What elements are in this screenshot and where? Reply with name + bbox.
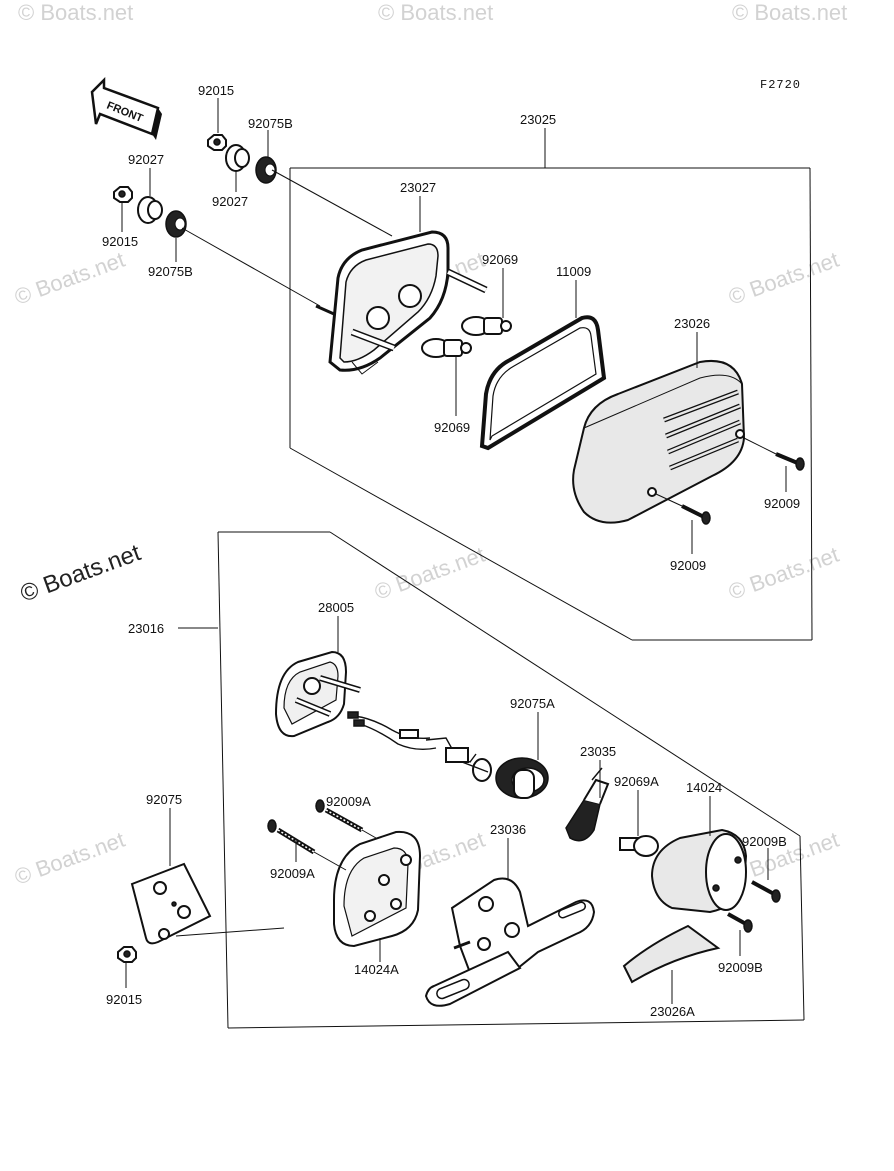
washer-92027-icon: [225, 144, 250, 172]
part-label-92069: 92069: [482, 252, 518, 267]
nut-92015-icon: [113, 186, 133, 203]
housing-14024A-icon: [333, 830, 422, 948]
part-label-92015: 92015: [198, 83, 234, 98]
watermark: © Boats.net: [11, 247, 128, 310]
part-label-23026A: 23026A: [650, 1004, 695, 1019]
nut-92015-icon: [207, 134, 227, 151]
nut-92015-icon: [117, 946, 137, 963]
cover-23026A-icon: [622, 924, 721, 984]
part-labels: 92015 92075B 92027 92027 92015 92075B 23…: [102, 83, 800, 1019]
figure-code: F2720: [760, 78, 801, 92]
part-label-92075B: 92075B: [248, 116, 293, 131]
washer-92027-icon: [137, 196, 163, 224]
part-label-92027: 92027: [128, 152, 164, 167]
screw-92009A-icon: [315, 799, 364, 833]
lens-14024-icon: [650, 828, 748, 914]
part-label-11009: 11009: [556, 264, 591, 279]
bulb-92069-icon: [421, 338, 472, 358]
part-label-23036: 23036: [490, 822, 526, 837]
screw-92009-icon: [775, 452, 805, 471]
screw-92009A-icon: [267, 819, 316, 855]
part-label-92027: 92027: [212, 194, 248, 209]
watermark-dark: © Boats.net: [17, 539, 145, 607]
part-label-92075B: 92075B: [148, 264, 193, 279]
part-label-92009B: 92009B: [742, 834, 787, 849]
part-label-92009A: 92009A: [326, 794, 371, 809]
part-label-92009: 92009: [670, 558, 706, 573]
watermark: © Boats.net: [725, 542, 842, 605]
part-label-92009A: 92009A: [270, 866, 315, 881]
bulb-92069A-icon: [619, 835, 659, 857]
lens-23026-icon: [572, 360, 746, 524]
bracket-23036-icon: [424, 877, 596, 1007]
part-label-92015: 92015: [106, 992, 142, 1007]
watermark: © Boats.net: [725, 247, 842, 310]
watermark: © Boats.net: [18, 0, 133, 25]
watermark: © Boats.net: [732, 0, 847, 25]
part-label-23026: 23026: [674, 316, 710, 331]
grommet-92075B-icon: [255, 156, 277, 184]
part-label-92009: 92009: [764, 496, 800, 511]
grommet-92075A-icon: [495, 757, 549, 799]
screw-92009-icon: [681, 504, 711, 525]
part-label-23016: 23016: [128, 621, 164, 636]
wire-harness-icon: [347, 711, 492, 782]
part-label-92069: 92069: [434, 420, 470, 435]
lamp-base-23027-icon: [315, 230, 488, 375]
screw-92009B-icon: [751, 880, 781, 903]
grommet-92075B-icon: [165, 210, 187, 238]
watermark: © Boats.net: [371, 542, 488, 605]
bracket-23025: [289, 128, 813, 641]
watermark: © Boats.net: [378, 0, 493, 25]
bracket-23016: [178, 531, 805, 1029]
bulb-92069-icon: [461, 316, 512, 336]
holder-23035-icon: [565, 767, 610, 842]
part-label-92069A: 92069A: [614, 774, 659, 789]
screw-92009B-icon: [727, 912, 753, 933]
part-label-92009B: 92009B: [718, 960, 763, 975]
plate-92075-icon: [130, 862, 212, 945]
part-label-23025: 23025: [520, 112, 556, 127]
part-label-23035: 23035: [580, 744, 616, 759]
part-label-23027: 23027: [400, 180, 436, 195]
socket-28005-icon: [274, 650, 361, 738]
part-label-14024A: 14024A: [354, 962, 399, 977]
front-arrow-icon: FRONT: [90, 76, 162, 140]
part-label-92075: 92075: [146, 792, 182, 807]
part-label-28005: 28005: [318, 600, 354, 615]
part-label-92075A: 92075A: [510, 696, 555, 711]
part-label-92015: 92015: [102, 234, 138, 249]
watermark: © Boats.net: [11, 827, 128, 890]
part-label-14024: 14024: [686, 780, 722, 795]
gasket-11009-icon: [479, 315, 607, 451]
